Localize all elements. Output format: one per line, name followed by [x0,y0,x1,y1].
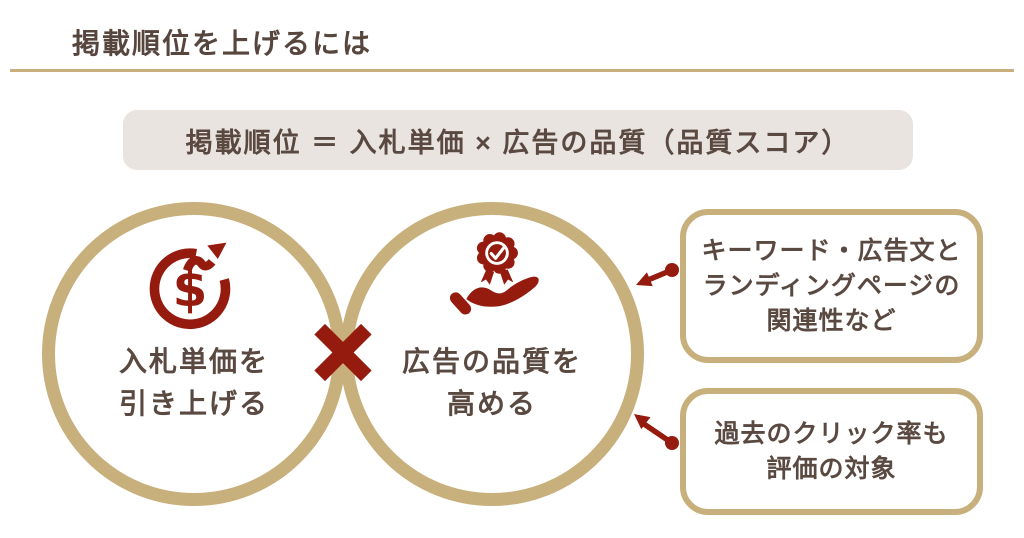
callout-ctr-line2: 評価の対象 [766,454,897,483]
ad-quality-circle: 広告の品質を 高める [340,202,644,506]
multiply-icon [308,317,378,387]
quality-badge-hand-icon [449,232,539,315]
bid-price-label-line2: 引き上げる [118,388,269,419]
callout-keyword-line3: 関連性など [766,306,897,335]
arrow-connector-top [636,263,679,287]
formula-box: 掲載順位 ＝ 入札単価 × 広告の品質（品質スコア） [123,110,913,170]
callout-keyword-line1: キーワード・広告文と [701,236,962,265]
callout-click-rate: 過去のクリック率も 評価の対象 [680,388,983,515]
callout-ctr-line1: 過去のクリック率も [714,419,949,448]
ad-quality-label-line1: 広告の品質を [401,346,582,377]
arrow-connector-bottom [634,414,679,450]
bid-price-label-line1: 入札単価を [118,346,269,377]
formula-text: 掲載順位 ＝ 入札単価 × 広告の品質（品質スコア） [185,127,851,158]
bid-price-circle: $ 入札単価を 引き上げる [42,202,346,506]
ad-quality-label: 広告の品質を 高める [353,341,631,425]
bid-price-label: 入札単価を 引き上げる [55,341,333,425]
ad-quality-label-line2: 高める [446,388,537,419]
callout-keyword-relevance: キーワード・広告文と ランディングページの 関連性など [680,209,983,363]
title-divider [10,69,1014,72]
page-title: 掲載順位を上げるには [72,28,373,59]
callout-keyword-line2: ランディングページの [702,271,961,300]
money-increase-icon: $ [149,242,231,330]
